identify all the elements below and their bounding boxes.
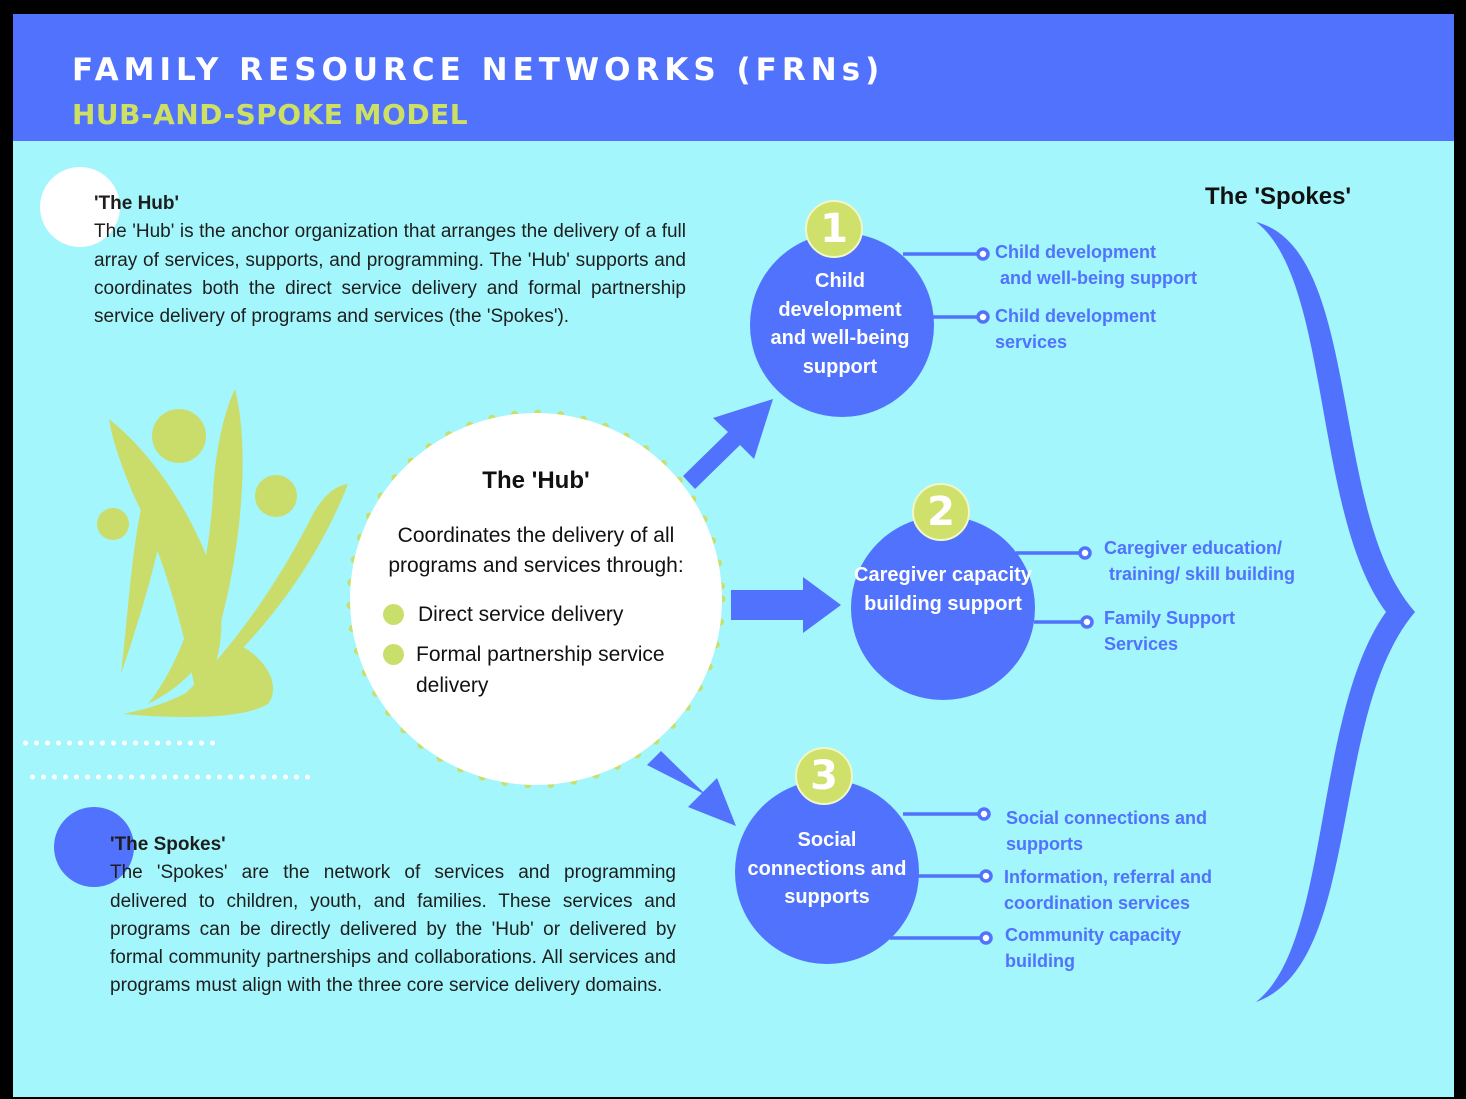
domain-1-item: Child development and well-being support — [995, 242, 1197, 288]
decorative-dotted-line — [20, 740, 218, 746]
bullet-dot-icon — [383, 644, 404, 665]
hub-description-body: The 'Hub' is the anchor organization tha… — [94, 221, 686, 328]
domain-2-item: Caregiver education/ training/ skill bui… — [1104, 538, 1296, 584]
spokes-title: The 'Spokes' — [1205, 183, 1352, 210]
domain-1-item: Child development services — [995, 306, 1157, 352]
domain-3-circle — [735, 780, 919, 964]
bullet-dot-icon — [383, 604, 404, 625]
spokes-curly-brace-icon — [1256, 222, 1415, 1002]
arrow-to-domain-3 — [647, 751, 736, 826]
decorative-blue-circle — [54, 807, 134, 887]
hub-circle — [350, 413, 722, 785]
domain-3-item: Information, referral and coordination s… — [1004, 867, 1213, 913]
hub-description-heading: 'The Hub' — [94, 193, 180, 214]
connector-lines — [890, 247, 1094, 945]
hub-title: The 'Hub' — [482, 467, 590, 494]
infographic-card: FAMILY RESOURCE NETWORKS (FRNs) HUB-AND-… — [13, 14, 1454, 1097]
decorative-white-circle — [40, 167, 120, 247]
hub-text: Coordinates the delivery of all programs… — [388, 524, 684, 577]
domain-2-number-badge: 2 — [912, 483, 970, 541]
domain-3-label: Social connections and supports — [747, 829, 907, 908]
spokes-description: 'The Spokes' The 'Spokes' are the networ… — [110, 831, 676, 1001]
domain-3-number-badge: 3 — [795, 747, 853, 805]
family-people-logo-icon — [97, 389, 348, 717]
spokes-description-heading: 'The Spokes' — [110, 834, 226, 855]
domain-2-circle — [851, 516, 1035, 700]
page-title: FAMILY RESOURCE NETWORKS (FRNs) — [72, 52, 885, 88]
page-subtitle: HUB-AND-SPOKE MODEL — [72, 98, 469, 131]
domain-2-label: Caregiver capacity building support — [854, 564, 1032, 615]
header-banner: FAMILY RESOURCE NETWORKS (FRNs) HUB-AND-… — [13, 14, 1454, 141]
domain-3-item: Community capacity building — [1005, 925, 1182, 971]
domain-2-item: Family Support Services — [1104, 608, 1236, 654]
domain-1-label: Child development and well-being support — [770, 270, 910, 378]
spokes-description-body: The 'Spokes' are the network of services… — [110, 862, 676, 997]
hub-item: Formal partnership service delivery — [416, 643, 665, 697]
domain-3-item: Social connections and supports — [1006, 808, 1208, 854]
arrow-to-domain-1 — [683, 399, 773, 489]
decorative-dotted-line — [27, 774, 313, 780]
arrow-to-domain-2 — [731, 577, 841, 633]
hub-description: 'The Hub' The 'Hub' is the anchor organi… — [94, 190, 686, 331]
hub-item: Direct service delivery — [418, 603, 624, 626]
domain-1-number-badge: 1 — [805, 200, 863, 258]
domain-1-circle — [750, 233, 934, 417]
